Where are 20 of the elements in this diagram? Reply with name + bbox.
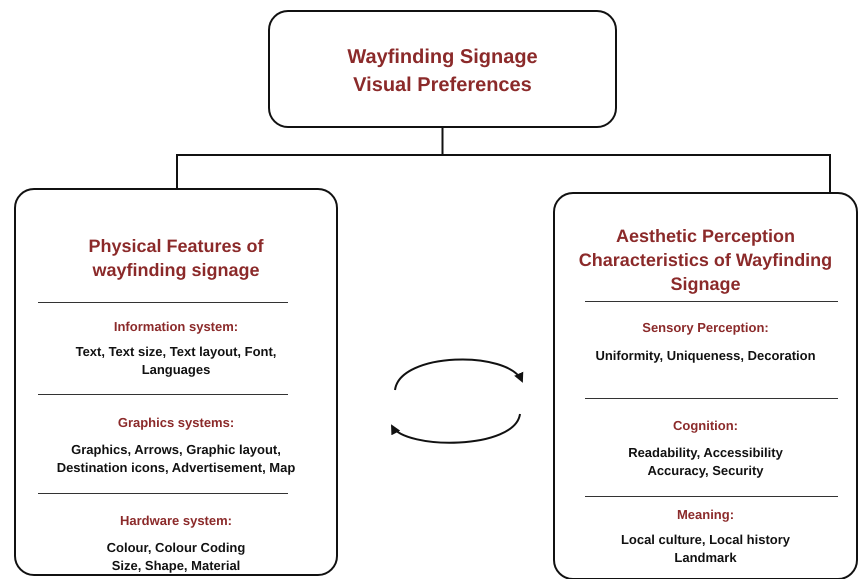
section-items: Local culture, Local history Landmark <box>620 531 792 567</box>
panel-heading: Physical Features of wayfinding signage <box>87 235 265 282</box>
curved-arrow <box>390 414 521 444</box>
section-heading: Hardware system: <box>119 512 233 529</box>
section-heading: Sensory Perception: <box>641 319 770 336</box>
section-heading: Information system: <box>112 318 240 335</box>
category-panel <box>553 192 858 579</box>
panel-heading: Aesthetic Perception Characteristics of Wayfinding Signage <box>578 225 834 296</box>
section-heading: Graphics systems: <box>116 414 236 431</box>
section-items: Colour, Colour Coding Size, Shape, Material <box>106 539 246 575</box>
section-items: Graphics, Arrows, Graphic layout, Destination icons, Advertisement, Map <box>56 441 296 477</box>
curved-arrow <box>394 358 524 390</box>
section-items: Uniformity, Uniqueness, Decoration <box>594 347 817 365</box>
section-items: Text, Text size, Text layout, Font, Languages <box>74 343 278 379</box>
title-box <box>268 10 617 128</box>
panel-heading: Wayfinding Signage Visual Preferences <box>346 45 539 98</box>
section-heading: Cognition: <box>672 417 739 434</box>
section-items: Readability, Accessibility Accuracy, Security <box>627 444 784 480</box>
section-heading: Meaning: <box>676 506 736 523</box>
category-panel <box>14 188 338 576</box>
